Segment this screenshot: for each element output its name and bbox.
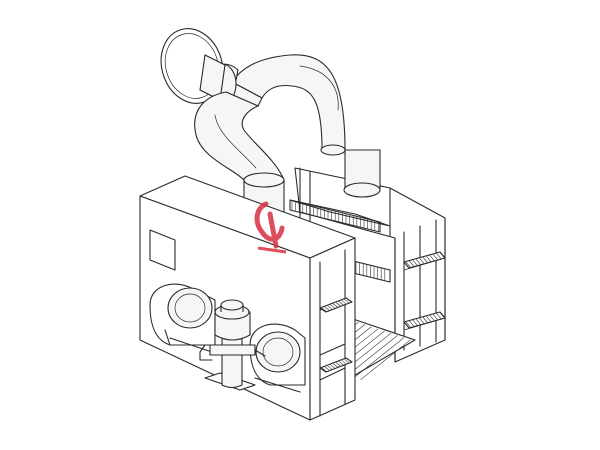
grate-bar bbox=[422, 317, 429, 324]
grate-bar bbox=[439, 252, 446, 259]
grate-bar bbox=[405, 321, 412, 329]
grate-bar bbox=[335, 302, 342, 307]
grate-bar bbox=[327, 305, 333, 311]
grate-bar bbox=[330, 304, 336, 309]
grate-bar bbox=[439, 312, 446, 319]
grate-bar bbox=[409, 320, 415, 328]
grate-bar bbox=[347, 335, 398, 376]
grate-bar bbox=[419, 318, 425, 325]
grate-bar bbox=[321, 307, 328, 313]
grate-bar bbox=[409, 260, 415, 268]
grate-bar bbox=[429, 255, 436, 262]
grate-bar bbox=[324, 306, 330, 312]
grate-bar bbox=[353, 337, 405, 378]
grate-bar bbox=[419, 258, 425, 265]
grate-bar bbox=[415, 318, 422, 326]
right-fan-unit bbox=[249, 323, 306, 393]
left-fan-unit bbox=[149, 283, 216, 353]
grate-bar bbox=[344, 298, 350, 304]
grate-bar bbox=[426, 316, 432, 323]
grate-bar bbox=[321, 367, 328, 373]
front-side-shelves bbox=[319, 297, 353, 373]
right-side-shelves bbox=[403, 251, 446, 329]
grate-bar bbox=[327, 365, 333, 371]
grate-bar bbox=[432, 254, 439, 261]
grate-bar bbox=[338, 301, 344, 306]
grate-bar bbox=[333, 303, 339, 308]
grate-bar bbox=[360, 339, 411, 381]
grate-bar bbox=[405, 261, 412, 269]
grate-bar bbox=[344, 358, 350, 364]
grate-bar bbox=[412, 259, 419, 267]
grate-bar bbox=[426, 256, 432, 263]
watermark-logo bbox=[254, 201, 287, 254]
grate-bar bbox=[436, 313, 442, 320]
grate-bar bbox=[422, 257, 429, 264]
grate-bar bbox=[412, 319, 419, 327]
grate-bar bbox=[324, 366, 330, 372]
grate-bar bbox=[341, 360, 347, 365]
grate-bar bbox=[333, 363, 339, 368]
grate-bar bbox=[330, 364, 336, 369]
rear-upper-grate bbox=[289, 199, 391, 233]
grate-bar bbox=[429, 315, 436, 322]
grate-bar bbox=[415, 258, 422, 266]
front-panel-window bbox=[149, 229, 176, 271]
center-motor-column bbox=[199, 299, 266, 391]
grate-bar bbox=[338, 361, 344, 366]
grate-bar bbox=[341, 300, 347, 305]
grate-bar bbox=[432, 314, 439, 321]
grate-bar bbox=[335, 362, 342, 367]
grate-bar bbox=[436, 253, 442, 260]
